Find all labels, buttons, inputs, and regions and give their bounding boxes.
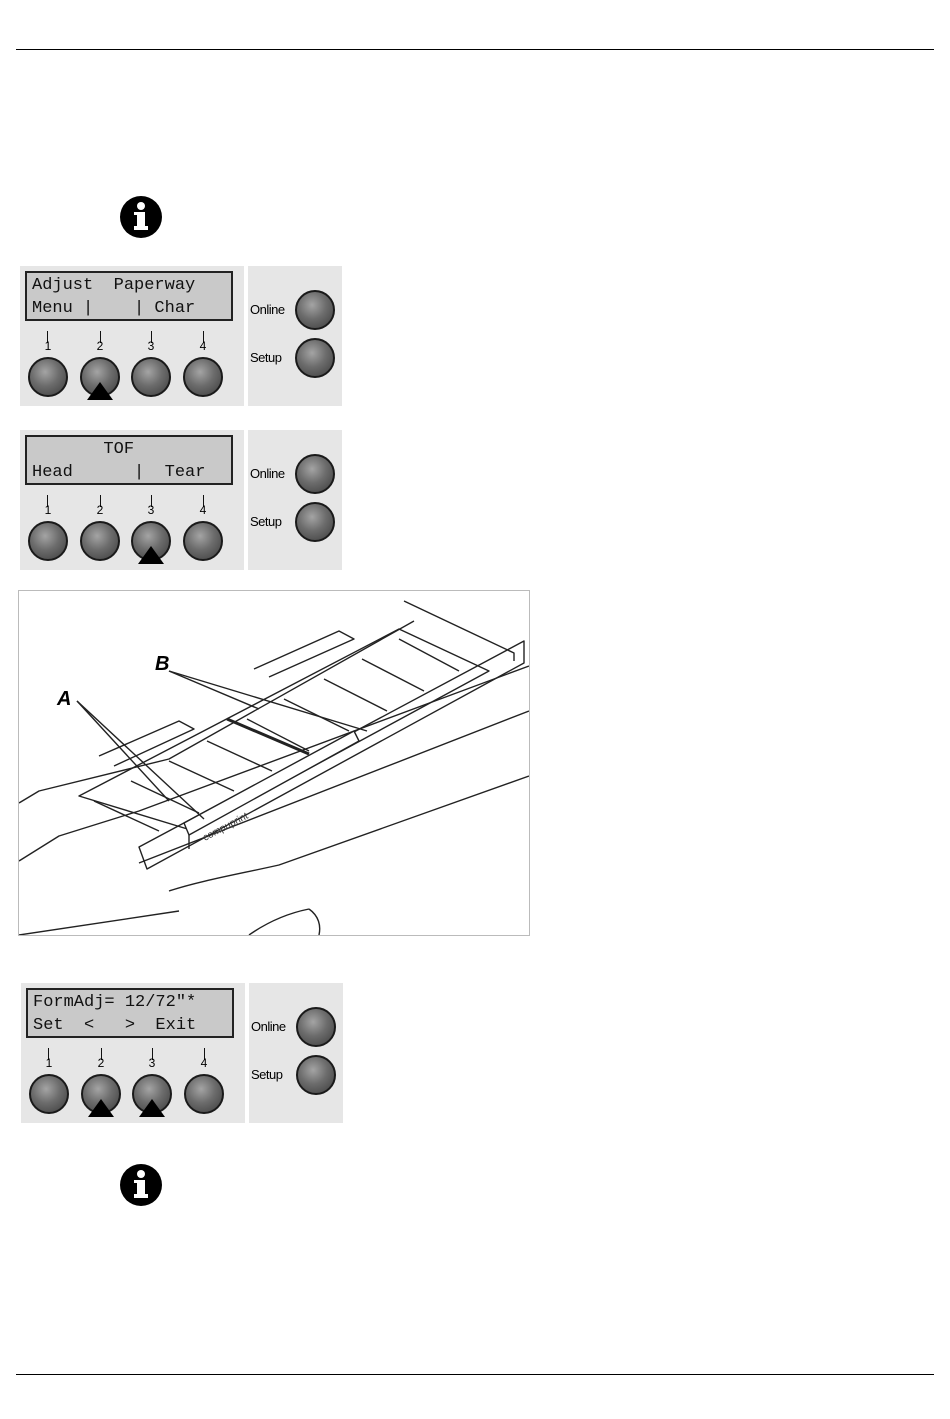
setup-label: Setup <box>250 350 281 365</box>
lcd-display: Adjust Paperway Menu | | Char <box>25 271 233 321</box>
lcd-display: FormAdj= 12/72"* Set < > Exit <box>26 988 234 1038</box>
operator-panel-2: TOF Head | Tear 1 2 3 4 <box>20 430 244 570</box>
key-number-2: 2 <box>93 340 107 352</box>
info-icon <box>119 1163 163 1207</box>
press-arrow-icon <box>87 382 113 400</box>
lcd-line-1: Adjust Paperway <box>32 275 226 297</box>
setup-button[interactable] <box>295 502 335 542</box>
lcd-line-2: Set < > Exit <box>33 1015 227 1037</box>
operator-panel-3: FormAdj= 12/72"* Set < > Exit 1 2 3 4 <box>21 983 245 1123</box>
key-number-3: 3 <box>144 340 158 352</box>
side-keys-2: Online Setup <box>248 430 342 570</box>
key-4-button[interactable] <box>183 357 223 397</box>
lcd-line-2: Head | Tear <box>32 462 226 484</box>
key-3-button[interactable] <box>131 357 171 397</box>
label-b: B <box>155 653 169 676</box>
key-number-4: 4 <box>196 504 210 516</box>
info-icon <box>119 195 163 239</box>
setup-button[interactable] <box>296 1055 336 1095</box>
online-button[interactable] <box>296 1007 336 1047</box>
lcd-display: TOF Head | Tear <box>25 435 233 485</box>
lcd-line-1: TOF <box>32 439 226 461</box>
online-button[interactable] <box>295 290 335 330</box>
press-arrow-icon <box>88 1099 114 1117</box>
setup-label: Setup <box>250 514 281 529</box>
printer-paperway-drawing: compuprint <box>19 591 529 935</box>
key-number-2: 2 <box>94 1057 108 1069</box>
press-arrow-icon <box>139 1099 165 1117</box>
tear-edge-illustration: compuprint A B <box>18 590 530 936</box>
key-1-button[interactable] <box>28 521 68 561</box>
side-keys-1: Online Setup <box>248 266 342 406</box>
key-number-4: 4 <box>197 1057 211 1069</box>
online-label: Online <box>251 1019 286 1034</box>
press-arrow-icon <box>138 546 164 564</box>
key-4-button[interactable] <box>184 1074 224 1114</box>
label-a: A <box>57 688 71 711</box>
key-1-button[interactable] <box>29 1074 69 1114</box>
lcd-line-1: FormAdj= 12/72"* <box>33 992 227 1014</box>
key-number-3: 3 <box>144 504 158 516</box>
key-number-3: 3 <box>145 1057 159 1069</box>
online-label: Online <box>250 302 285 317</box>
online-label: Online <box>250 466 285 481</box>
key-number-1: 1 <box>42 1057 56 1069</box>
header-rule <box>16 49 934 50</box>
setup-label: Setup <box>251 1067 282 1082</box>
online-button[interactable] <box>295 454 335 494</box>
key-number-1: 1 <box>41 504 55 516</box>
key-2-button[interactable] <box>80 521 120 561</box>
lcd-line-2: Menu | | Char <box>32 298 226 320</box>
key-4-button[interactable] <box>183 521 223 561</box>
key-number-2: 2 <box>93 504 107 516</box>
key-number-1: 1 <box>41 340 55 352</box>
side-keys-3: Online Setup <box>249 983 343 1123</box>
setup-button[interactable] <box>295 338 335 378</box>
key-1-button[interactable] <box>28 357 68 397</box>
operator-panel-1: Adjust Paperway Menu | | Char 1 2 3 4 <box>20 266 244 406</box>
key-number-4: 4 <box>196 340 210 352</box>
footer-rule <box>16 1374 934 1375</box>
